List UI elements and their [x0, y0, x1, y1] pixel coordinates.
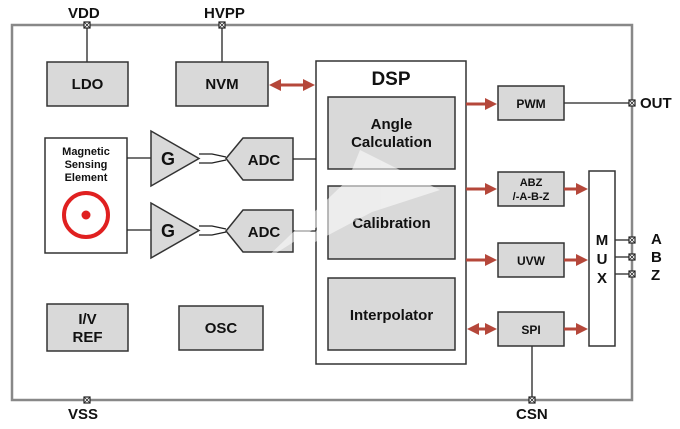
angle-calculation-block: [327, 96, 456, 170]
pin-z-label: Z: [651, 267, 660, 284]
gain-bottom-label: G: [161, 221, 175, 241]
interpolator-label: Interpolator: [350, 307, 433, 324]
iv-ref-block: [46, 303, 129, 352]
sensing-label-line1: Magnetic: [62, 146, 110, 158]
angle-calculation-label-line1: Angle: [371, 116, 413, 133]
pwm-block: [497, 85, 565, 121]
adc-bottom-label: ADC: [248, 224, 281, 241]
spi-label: SPI: [521, 323, 540, 337]
pin-z-marker: [628, 270, 636, 278]
angle-calculation-label-line2: Calculation: [351, 134, 432, 151]
mux-block: [588, 170, 616, 347]
adc-top-label: ADC: [248, 152, 281, 169]
uvw-block: [497, 242, 565, 278]
gain-amplifier-bottom: [150, 201, 201, 260]
nvm-label: NVM: [205, 76, 238, 93]
ldo-block: [46, 61, 129, 107]
osc-label: OSC: [205, 320, 238, 337]
mux-label-m: M: [596, 232, 609, 249]
sensor-dot-icon: [81, 210, 91, 220]
gain-top-label: G: [161, 149, 175, 169]
pin-a-label: A: [651, 231, 662, 248]
pin-vdd-label: VDD: [68, 5, 100, 22]
sensor-ring-icon: [62, 191, 110, 239]
pin-b-label: B: [651, 249, 662, 266]
osc-block: [178, 305, 264, 351]
sensing-label-line3: Element: [65, 172, 108, 184]
dsp-label: DSP: [371, 69, 410, 90]
gain-amplifier-top: [150, 129, 201, 188]
chip-outline: [10, 23, 634, 402]
pin-vss-marker: [83, 396, 91, 404]
pin-a-marker: [628, 236, 636, 244]
mux-label-u: U: [597, 251, 608, 268]
mux-label-x: X: [597, 270, 607, 287]
pin-hvpp-marker: [218, 21, 226, 29]
calibration-label: Calibration: [352, 215, 430, 232]
watermark-logo-icon: [262, 150, 440, 262]
abz-block: [497, 171, 565, 207]
abz-label-line2: /-A-B-Z: [513, 191, 550, 203]
pin-out-marker: [628, 99, 636, 107]
iv-ref-label-line2: REF: [73, 329, 103, 346]
pin-csn-marker: [528, 396, 536, 404]
pwm-label: PWM: [516, 97, 545, 111]
nvm-block: [175, 61, 269, 107]
pin-out-label: OUT: [640, 95, 672, 112]
uvw-label: UVW: [517, 254, 546, 268]
pin-vdd-marker: [83, 21, 91, 29]
ldo-label: LDO: [72, 76, 104, 93]
iv-ref-label-line1: I/V: [78, 311, 96, 328]
magnetic-sensing-element-block: [44, 137, 128, 254]
pin-hvpp-label: HVPP: [204, 5, 245, 22]
pin-vss-label: VSS: [68, 406, 98, 423]
pin-b-marker: [628, 253, 636, 261]
abz-label-line1: ABZ: [520, 177, 543, 189]
sensing-label-line2: Sensing: [65, 159, 108, 171]
interpolator-block: [327, 277, 456, 351]
pin-csn-label: CSN: [516, 406, 548, 423]
